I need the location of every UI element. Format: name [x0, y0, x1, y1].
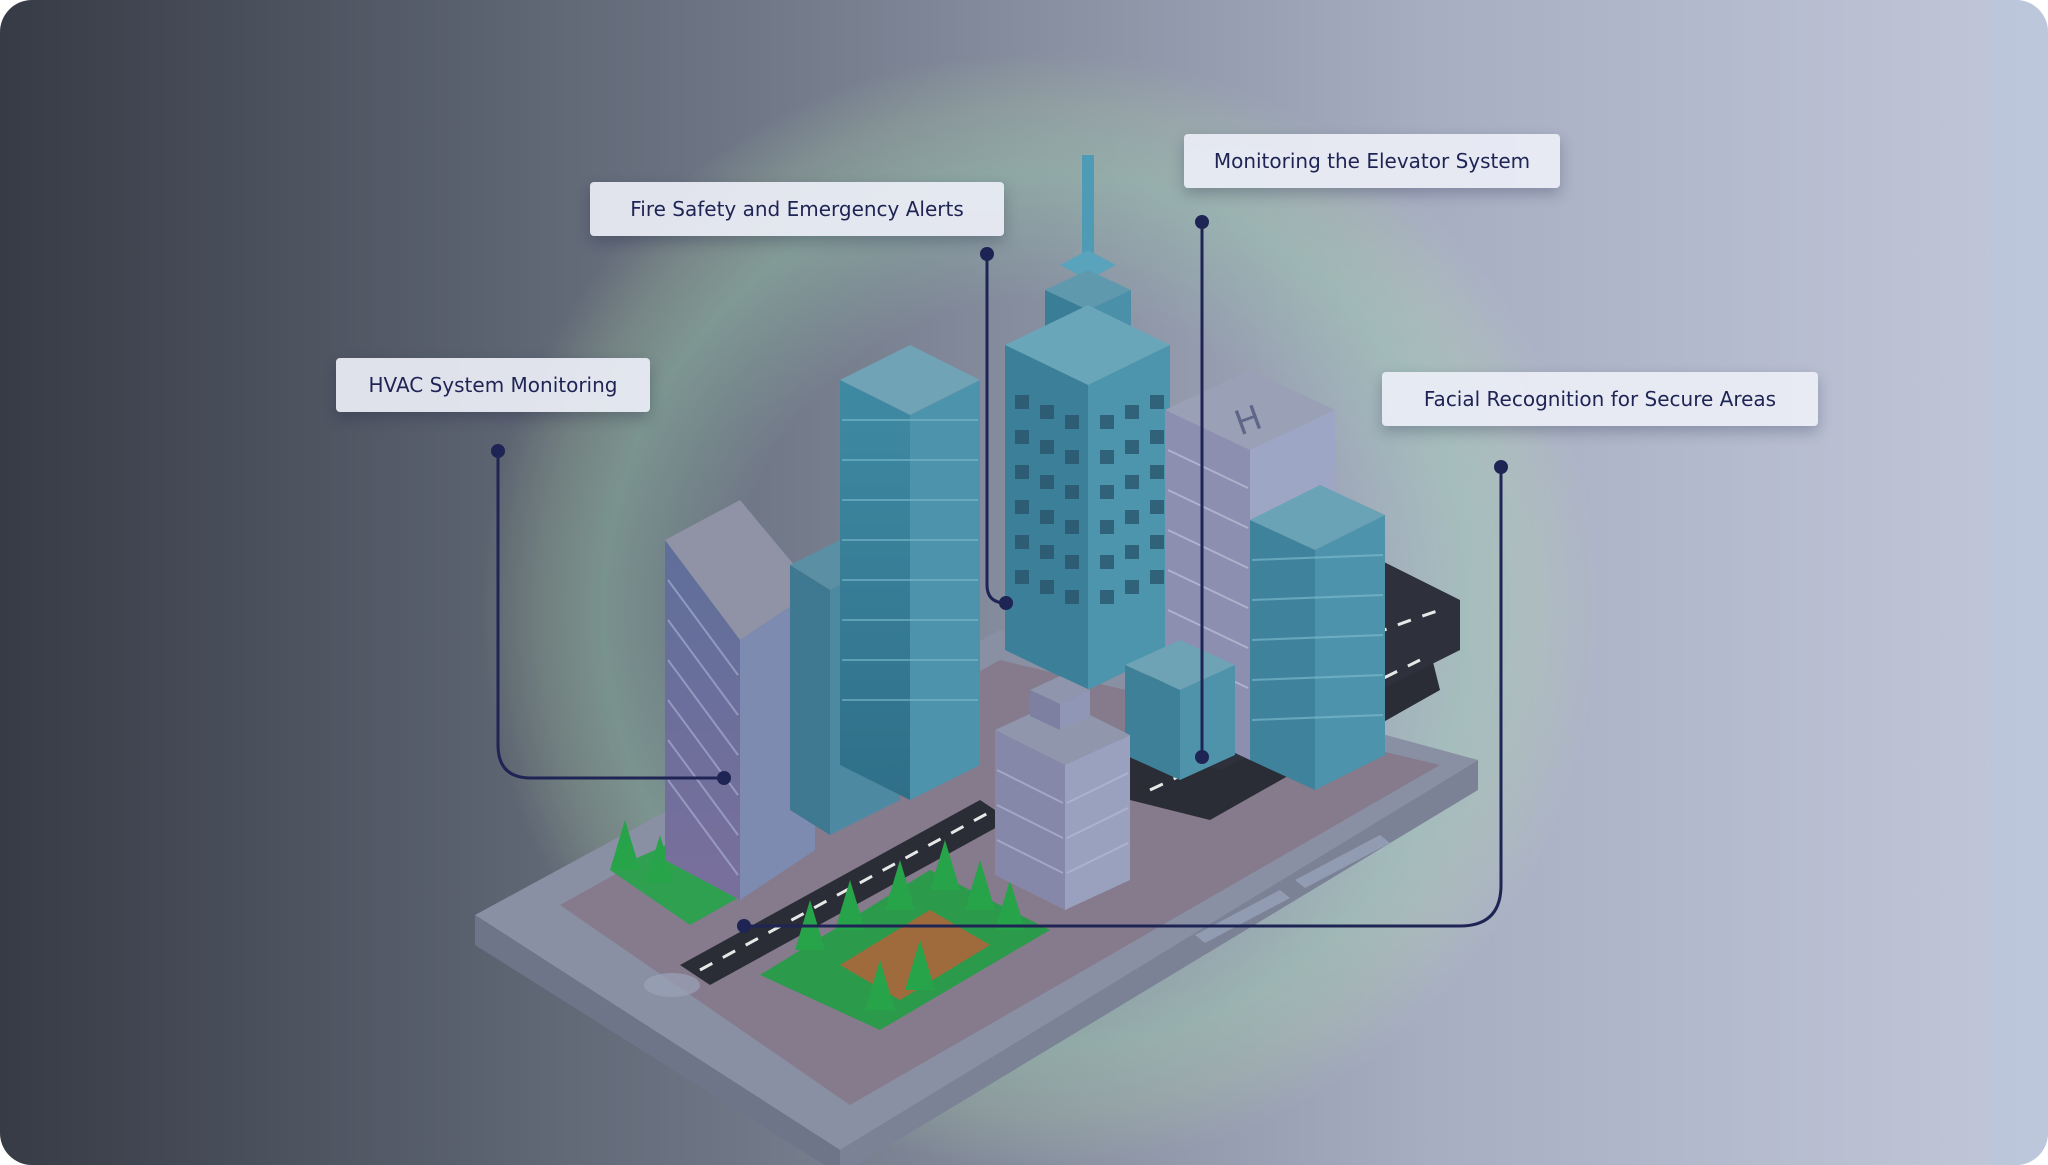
callout-hvac-monitoring: HVAC System Monitoring	[336, 358, 650, 412]
callout-facial-recognition: Facial Recognition for Secure Areas	[1382, 372, 1818, 426]
callout-elevator-monitoring: Monitoring the Elevator System	[1184, 134, 1560, 188]
callout-fire-safety: Fire Safety and Emergency Alerts	[590, 182, 1004, 236]
